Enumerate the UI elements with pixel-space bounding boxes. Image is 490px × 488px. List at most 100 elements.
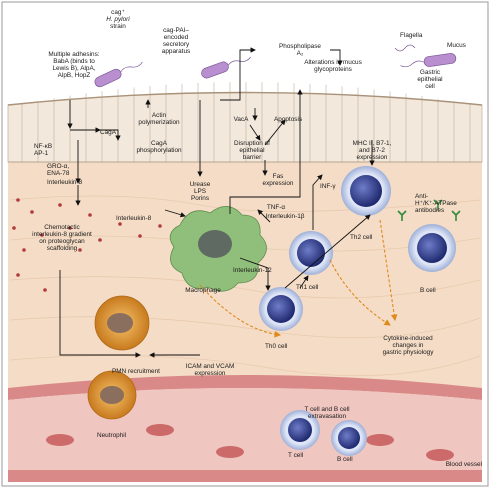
b-cell-vessel-label: B cell: [337, 456, 353, 463]
dashed-arrows: [199, 219, 398, 338]
chemotactic-gradient-label-line: interleukin-8 gradient: [32, 231, 92, 238]
vaca-label: VacA: [234, 116, 250, 123]
gastric-epithelial-cell-label-line: epithelial: [417, 76, 442, 83]
extravasation-label-line: extravasation: [308, 413, 346, 420]
pmn-recruitment-label: PMN recruitment: [112, 368, 160, 375]
t-cell-label-line: T cell: [288, 452, 303, 459]
th0-cell-label-line: Th0 cell: [265, 343, 287, 350]
apoptosis-label: Apoptosis: [274, 116, 302, 123]
h-pylori-bacteria: [94, 44, 457, 88]
blood-vessel-label: Blood vessel: [446, 461, 482, 468]
disruption-epithelial-barrier-label-line: epithelial: [239, 147, 264, 154]
il8-gradient-dots: [12, 198, 162, 292]
blood-vessel-label-line: Blood vessel: [446, 461, 482, 468]
mucus-label: Mucus: [447, 42, 466, 49]
adhesins-label-line: Lewis B), AlpA,: [53, 65, 96, 72]
mhc-b7-expression-label-line: expression: [357, 154, 388, 161]
icam-vcam-label-line: expression: [195, 370, 226, 377]
macrophage-cell: [169, 206, 267, 292]
hpylori-strain-label-line: strain: [110, 23, 126, 30]
phospholipase-label-line: Phospholipase: [279, 43, 321, 50]
flagella-label-line: Flagella: [400, 32, 423, 39]
macrophage-label-line: Macrophage: [185, 287, 221, 294]
inf-gamma-label-line: INF-γ: [320, 183, 336, 190]
mhc-b7-expression-label-line: and B7-2: [359, 147, 385, 154]
neutrophil-cell: [87, 295, 150, 420]
neutrophil-label-line: Neutrophil: [97, 432, 126, 439]
t-cell-label: T cell: [288, 452, 303, 459]
tnf-alpha-label-line: TNF-α: [267, 204, 286, 211]
blood-vessel: [8, 375, 482, 482]
fas-expression-label-line: expression: [263, 180, 294, 187]
apoptosis-label-line: Apoptosis: [274, 116, 302, 123]
cag-pai-label-line: secretory: [163, 41, 190, 48]
disruption-epithelial-barrier-label-line: barrier: [243, 154, 262, 161]
cag-pai-label-line: encoded: [164, 34, 189, 41]
caga-phosphorylation-label-line: phosphorylation: [136, 147, 182, 154]
neutrophil-label: Neutrophil: [97, 432, 126, 439]
caga-phosphorylation-label-line: CagA: [151, 140, 168, 147]
macrophage-label: Macrophage: [185, 287, 221, 294]
tnf-alpha-label: TNF-α: [267, 204, 286, 211]
interleukin-8-left-label-line: Interleukin-8: [47, 179, 83, 186]
gro-ena78-label: GRO-α,ENA-78: [47, 163, 70, 177]
interleukin-12-label-line: Interleukin-12: [233, 267, 272, 274]
cag-pai-label-line: apparatus: [162, 48, 190, 55]
adhesins-label-line: AlpB, HopZ: [58, 72, 91, 79]
b-cell-label: B cell: [420, 287, 436, 294]
icam-vcam-label-line: ICAM and VCAM: [186, 363, 235, 370]
interleukin-8-left-label: Interleukin-8: [47, 179, 83, 186]
anti-atpase-antibodies-label-line: H⁺/K⁺-ATPase: [415, 200, 457, 207]
actin-polymerization-label-line: polymerization: [138, 119, 180, 126]
alterations-mucus-label-line: Alterations in mucus: [304, 59, 362, 66]
gro-ena78-label-line: GRO-α,: [47, 163, 69, 170]
antibody-icons: [397, 199, 461, 221]
b-cell-vessel-label-line: B cell: [337, 456, 353, 463]
adhesins-label-line: BabA (binds to: [53, 58, 95, 65]
extravasation-label-line: T cell and B cell: [305, 406, 350, 413]
caga-label: CagA: [100, 129, 117, 136]
flagella-label: Flagella: [400, 32, 423, 39]
phospholipase-label-line: A₂: [297, 50, 304, 57]
fas-expression-label-line: Fas: [273, 173, 284, 180]
nfkb-ap1-label-line: AP-1: [34, 150, 49, 157]
mucus-label-line: Mucus: [447, 42, 466, 49]
hpylori-strain-label-line: cag⁺: [111, 9, 125, 16]
nfkb-ap1-label-line: NF-κB: [34, 143, 52, 150]
gro-ena78-label-line: ENA-78: [47, 170, 70, 177]
th1-cell-label-line: Th1 cell: [296, 284, 318, 291]
cag-pai-label-line: cag-PAI–: [163, 27, 189, 34]
alterations-mucus-label-line: glycoproteins: [314, 66, 352, 73]
th2-cell-label-line: Th2 cell: [350, 234, 372, 241]
adhesins-label-line: Multiple adhesins:: [48, 51, 99, 58]
gastric-epithelial-cell-label-line: cell: [425, 83, 435, 90]
caga-label-line: CagA: [100, 129, 117, 136]
anti-atpase-antibodies-label-line: Anti-: [415, 193, 428, 200]
chemotactic-gradient-label-line: Chemotactic: [44, 224, 80, 231]
pmn-recruitment-label-line: PMN recruitment: [112, 368, 160, 375]
chemotactic-gradient-label-line: scaffolding: [47, 245, 78, 252]
interleukin-12-label: Interleukin-12: [233, 267, 272, 274]
vaca-label-line: VacA: [234, 116, 250, 123]
actin-polymerization-label-line: Actin: [152, 112, 167, 119]
cytokine-changes-label-line: changes in: [393, 342, 424, 349]
